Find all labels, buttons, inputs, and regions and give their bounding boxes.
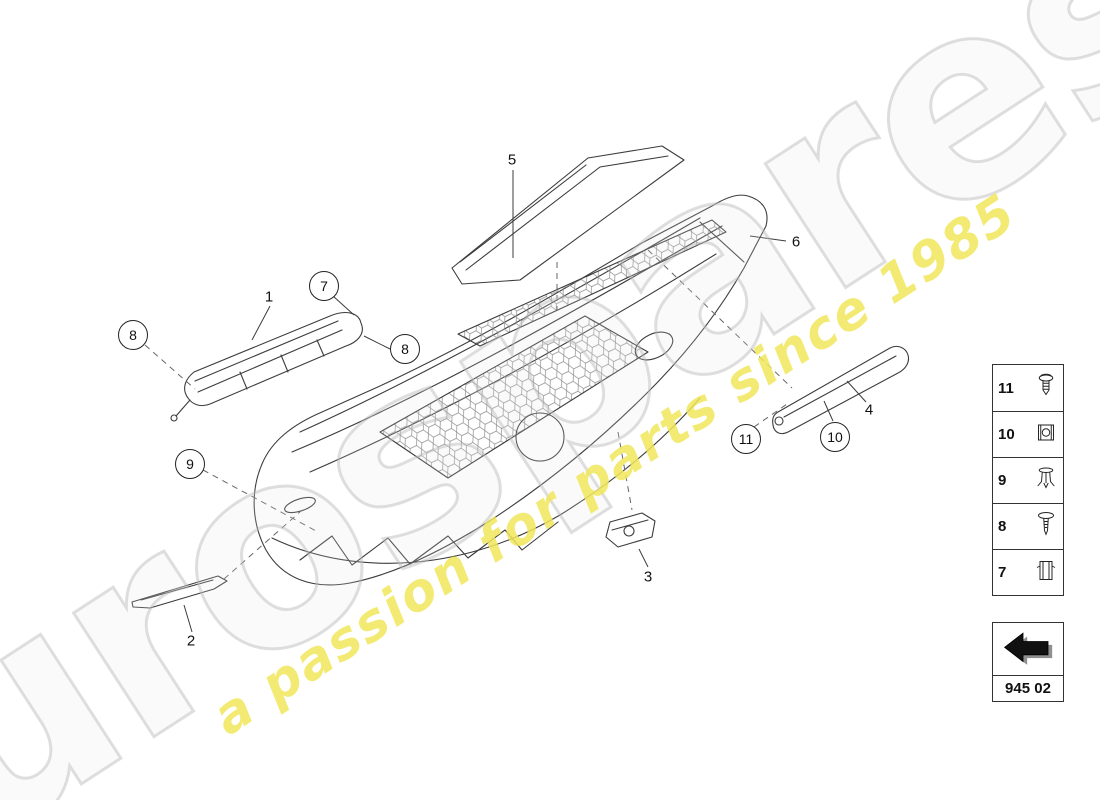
callout-4[interactable]: 4 <box>864 401 874 419</box>
callout-1[interactable]: 1 <box>264 288 274 306</box>
tail-light-part1 <box>170 311 363 422</box>
legend-item-7[interactable]: 7 <box>993 549 1063 595</box>
bracket-part3 <box>605 512 656 548</box>
callout-7[interactable]: 7 <box>309 271 339 301</box>
legend-item-9[interactable]: 9 <box>993 457 1063 503</box>
legend-item-label: 7 <box>998 564 1007 581</box>
legend-item-8[interactable]: 8 <box>993 503 1063 549</box>
part-code: 945 02 <box>993 675 1063 701</box>
callout-8-left[interactable]: 8 <box>118 320 148 350</box>
legend-item-label: 10 <box>998 426 1015 443</box>
callout-10[interactable]: 10 <box>820 422 850 452</box>
callout-2[interactable]: 2 <box>186 632 196 650</box>
callout-6[interactable]: 6 <box>791 233 801 251</box>
back-arrow-icon[interactable] <box>993 623 1063 675</box>
callout-8-right[interactable]: 8 <box>390 334 420 364</box>
legend-item-label: 11 <box>998 379 1014 397</box>
fastener-legend: 11 10 9 <box>992 364 1064 596</box>
callout-5[interactable]: 5 <box>507 151 517 169</box>
leader-lines-solid <box>183 170 867 633</box>
rear-bumper-part6 <box>253 194 768 586</box>
spoiler-strip-part5 <box>451 145 685 285</box>
rivet-icon <box>1034 465 1058 497</box>
part-code-box: 945 02 <box>992 622 1064 702</box>
legend-item-11[interactable]: 11 <box>993 365 1063 411</box>
screw-washer-icon <box>1034 372 1058 404</box>
callout-11[interactable]: 11 <box>731 424 761 454</box>
legend-item-label: 8 <box>998 518 1007 535</box>
legend-item-10[interactable]: 10 <box>993 411 1063 457</box>
lower-trim-part2 <box>131 575 228 609</box>
clip-nut-icon <box>1034 419 1058 451</box>
screw-icon <box>1034 511 1058 543</box>
callout-3[interactable]: 3 <box>643 568 653 586</box>
side-molding-part4 <box>772 345 910 435</box>
leader-lines-dashed <box>144 249 793 580</box>
legend-item-label: 9 <box>998 472 1007 489</box>
spring-clip-icon <box>1034 557 1058 589</box>
callout-9[interactable]: 9 <box>175 449 205 479</box>
